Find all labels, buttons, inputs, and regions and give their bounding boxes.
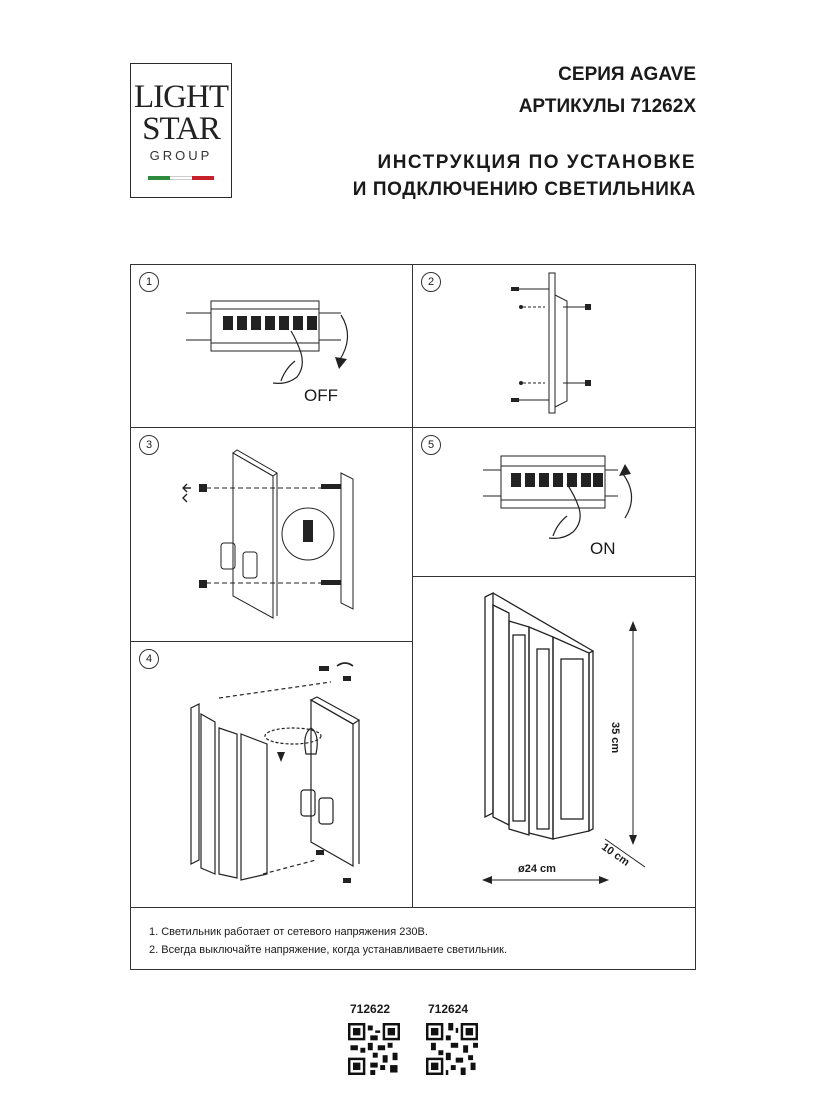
brand-logo: LIGHT STAR GROUP [130, 63, 232, 198]
step-1-label: OFF [304, 386, 338, 405]
breaker-off-illustration [186, 300, 349, 384]
mounting-bracket-illustration [511, 272, 591, 414]
height-dimension: 35 cm [609, 722, 621, 754]
instruction-grid: 1 OFF 2 [130, 264, 696, 970]
shade-assembly-illustration [190, 662, 361, 883]
qr-code-icon [426, 1023, 478, 1075]
step-1-panel: 1 OFF [131, 265, 413, 428]
note-1: 1. Светильник работает от сетевого напря… [149, 926, 428, 938]
instruction-title-line-2: И ПОДКЛЮЧЕНИЮ СВЕТИЛЬНИКА [352, 179, 696, 200]
luminaire-dimensions-illustration [482, 591, 646, 884]
logo-line-1: LIGHT [134, 79, 229, 115]
breaker-on-illustration [483, 455, 633, 539]
qr-code-icon [348, 1023, 400, 1075]
series-title: СЕРИЯ AGAVE [558, 64, 696, 85]
logo-line-3: GROUP [149, 148, 213, 163]
instruction-title-line-1: ИНСТРУКЦИЯ ПО УСТАНОВКЕ [377, 152, 696, 173]
articles-title: АРТИКУЛЫ 71262X [518, 96, 696, 117]
step-3-panel: 3 [131, 428, 413, 642]
step-2-panel: 2 [413, 265, 696, 428]
note-2: 2. Всегда выключайте напряжение, когда у… [149, 944, 508, 956]
step-5-panel: 5 ON [413, 428, 696, 577]
diameter-dimension: ø24 cm [518, 863, 556, 875]
step-5-label: ON [590, 539, 616, 558]
step-4-number: 4 [139, 649, 159, 669]
logo-line-2: STAR [142, 111, 221, 147]
article-code-2: 712624 [428, 1002, 469, 1016]
step-1-number: 1 [139, 272, 159, 292]
step-4-panel: 4 [131, 642, 413, 908]
step-5-number: 5 [421, 435, 441, 455]
step-2-number: 2 [421, 272, 441, 292]
safety-notes: 1. Светильник работает от сетевого напря… [131, 908, 696, 970]
italian-flag-stripe [148, 176, 214, 180]
step-3-number: 3 [139, 435, 159, 455]
bracket-mounting-illustration [182, 449, 354, 619]
dimensions-panel: 35 cm ø24 cm 10 cm [413, 577, 696, 908]
article-code-1: 712622 [350, 1002, 391, 1016]
